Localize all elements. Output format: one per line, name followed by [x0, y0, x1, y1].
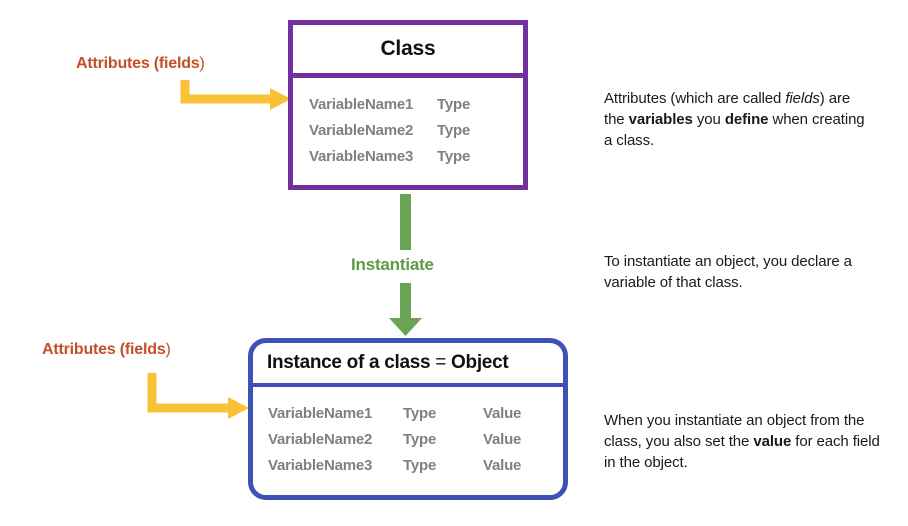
- attribute-type: Type: [437, 122, 471, 139]
- table-row: VariableName2 Type Value: [253, 427, 563, 453]
- table-row: VariableName3 Type: [293, 144, 523, 170]
- attributes-label-class: Attributes (fields): [76, 55, 205, 73]
- note-object-values: When you instantiate an object from the …: [604, 410, 884, 473]
- note-attributes-part3: you: [692, 111, 725, 128]
- object-title-tail: Object: [451, 352, 509, 373]
- elbow-arrow-right-icon: [180, 80, 291, 110]
- table-row: VariableName1 Type Value: [253, 401, 563, 427]
- attribute-name: VariableName3: [309, 148, 414, 165]
- note-attributes-bold2: define: [724, 111, 769, 128]
- object-title-main: Instance of a class: [267, 352, 431, 373]
- object-box-header: Instance of a class = Object: [253, 343, 563, 387]
- attribute-type: Type: [403, 457, 437, 474]
- attribute-value: Value: [483, 457, 522, 474]
- attribute-value: Value: [483, 405, 522, 422]
- note-object-part2: for each field in the object.: [604, 433, 880, 471]
- class-box: Class VariableName1 Type VariableName2 T…: [288, 20, 528, 190]
- table-row: VariableName1 Type: [293, 92, 523, 118]
- attribute-type: Type: [403, 405, 437, 422]
- object-attributes-list: VariableName1 Type Value VariableName2 T…: [253, 387, 563, 479]
- note-attributes-italic: fields: [785, 90, 820, 107]
- note-attributes: Attributes (which are called fields) are…: [604, 88, 874, 151]
- note-attributes-part1: Attributes (which are called: [604, 90, 786, 107]
- object-box: Instance of a class = Object VariableNam…: [248, 338, 568, 500]
- elbow-arrow-right-icon: [147, 373, 249, 419]
- class-attributes-list: VariableName1 Type VariableName2 Type Va…: [293, 78, 523, 170]
- attributes-label-object-text: Attributes (fields: [42, 341, 166, 358]
- attributes-label-object-paren: ): [165, 341, 171, 358]
- object-title-equals: =: [430, 352, 452, 373]
- note-attributes-bold1: variables: [628, 111, 693, 128]
- note-object-part1: When you instantiate an object from the …: [604, 412, 865, 450]
- attributes-label-class-paren: ): [199, 55, 205, 72]
- attribute-type: Type: [403, 431, 437, 448]
- attributes-label-class-text: Attributes (fields: [76, 55, 200, 72]
- object-title: Instance of a class = Object: [267, 352, 509, 374]
- attributes-label-object: Attributes (fields): [42, 341, 171, 359]
- attribute-name: VariableName1: [268, 405, 373, 422]
- attribute-type: Type: [437, 96, 471, 113]
- note-instantiate: To instantiate an object, you declare a …: [604, 253, 852, 291]
- class-title: Class: [380, 37, 436, 60]
- attribute-type: Type: [437, 148, 471, 165]
- table-row: VariableName2 Type: [293, 118, 523, 144]
- note-attributes-part4: when creating a class.: [604, 111, 865, 149]
- note-object-bold1: value: [753, 433, 792, 450]
- attribute-name: VariableName1: [309, 96, 414, 113]
- attribute-name: VariableName3: [268, 457, 373, 474]
- attribute-name: VariableName2: [268, 431, 373, 448]
- table-row: VariableName3 Type Value: [253, 453, 563, 479]
- instantiate-label: Instantiate: [351, 255, 434, 274]
- note-attributes-part2: ) are the: [604, 90, 851, 128]
- attribute-name: VariableName2: [309, 122, 414, 139]
- class-box-header: Class: [293, 25, 523, 78]
- attribute-value: Value: [483, 431, 522, 448]
